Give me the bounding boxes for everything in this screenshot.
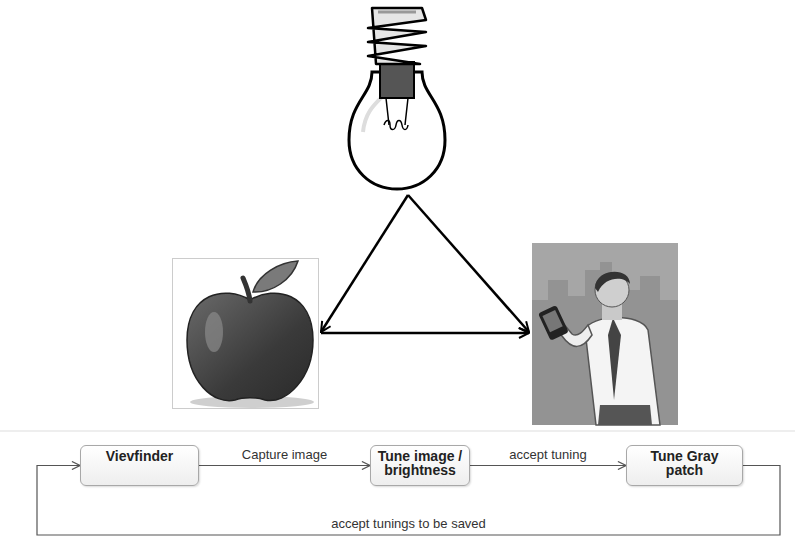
edge-label: accept tuning — [506, 447, 589, 462]
reflect-arrow — [321, 332, 529, 335]
flow-arrow — [199, 465, 370, 466]
light-arrow — [408, 195, 529, 332]
process-box: Vievfinder — [80, 445, 199, 486]
process-box: Tune Gray patch — [626, 445, 743, 486]
illustration-arrows — [321, 195, 529, 333]
box-label: Tune image / brightness — [377, 449, 463, 477]
light-arrow — [321, 195, 408, 332]
box-label: Vievfinder — [87, 449, 192, 463]
edge-label: accept tunings to be saved — [328, 516, 489, 531]
box-label: Tune Gray patch — [633, 449, 736, 477]
flow-arrow — [470, 465, 626, 466]
apple — [173, 259, 319, 409]
process-box: Tune image / brightness — [370, 445, 470, 486]
separator — [0, 431, 795, 432]
man-with-phone — [532, 243, 678, 425]
light-bulb — [349, 8, 445, 189]
edge-label: Capture image — [239, 447, 330, 462]
